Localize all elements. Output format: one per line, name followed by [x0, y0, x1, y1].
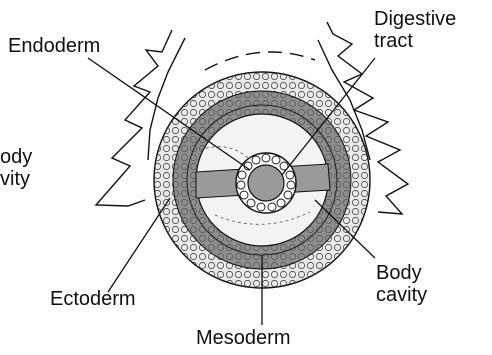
label-endoderm-text: Endoderm: [8, 35, 100, 57]
ectoderm-leader: [108, 198, 170, 292]
label-digestive-tract-line1: Digestive: [374, 8, 456, 30]
label-body-cavity-left: ody vity: [0, 146, 32, 190]
label-body-cavity-left-line1: ody: [0, 146, 32, 168]
label-ectoderm-text: Ectoderm: [50, 288, 136, 310]
label-mesoderm: Mesoderm: [196, 327, 290, 349]
label-endoderm: Endoderm: [8, 35, 100, 57]
label-digestive-tract-line2: tract: [374, 30, 456, 52]
label-body-cavity-right: Body cavity: [376, 262, 427, 306]
label-body-cavity-right-line2: cavity: [376, 284, 427, 306]
label-digestive-tract: Digestive tract: [374, 8, 456, 52]
label-body-cavity-right-line1: Body: [376, 262, 427, 284]
label-body-cavity-left-line2: vity: [0, 168, 32, 190]
digestive-lumen: [248, 165, 284, 201]
label-ectoderm: Ectoderm: [50, 288, 136, 310]
label-mesoderm-text: Mesoderm: [196, 327, 290, 349]
